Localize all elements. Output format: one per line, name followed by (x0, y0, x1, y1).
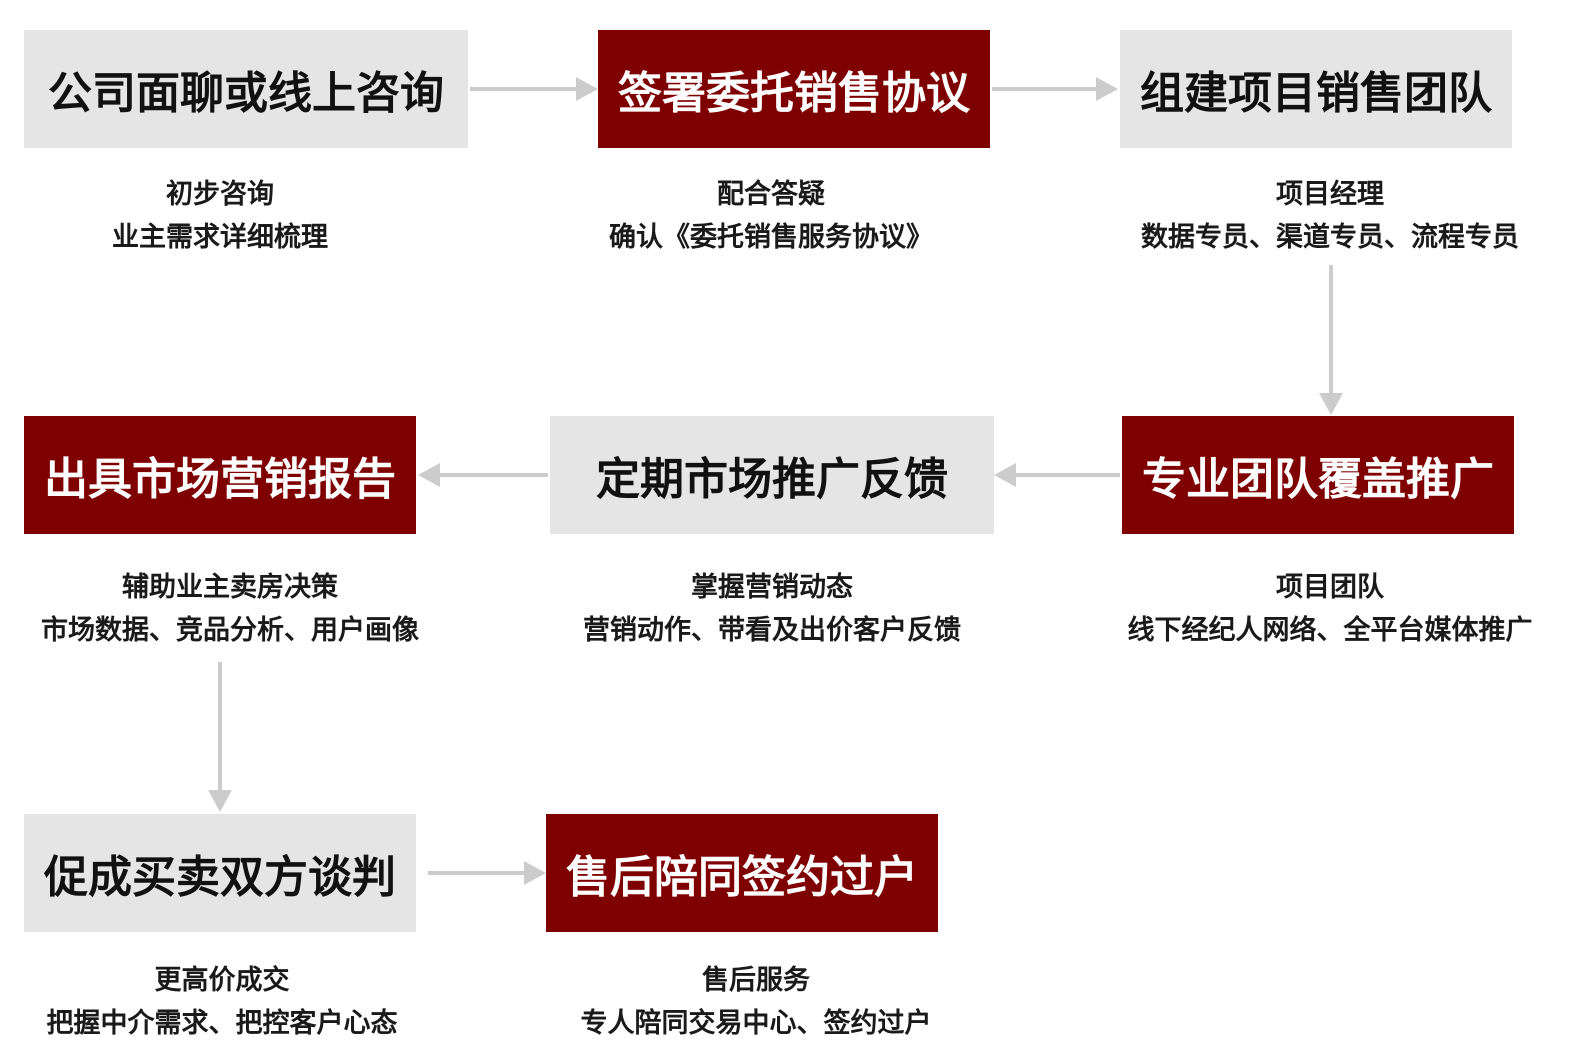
step-2-line2: 确认《委托销售服务协议》 (609, 222, 933, 253)
step-4-line1: 项目团队 (1276, 572, 1384, 603)
step-3-line1: 项目经理 (1276, 179, 1384, 210)
step-1-box: 公司面聊或线上咨询 (24, 30, 468, 148)
step-5-line1: 掌握营销动态 (691, 572, 853, 603)
step-8-title: 售后陪同签约过户 (566, 852, 918, 903)
step-5-title: 定期市场推广反馈 (596, 454, 948, 505)
step-6-title: 出具市场营销报告 (44, 454, 396, 505)
step-4-box: 专业团队覆盖推广 (1122, 416, 1514, 534)
step-6-line2: 市场数据、竞品分析、用户画像 (41, 615, 419, 646)
step-3-box: 组建项目销售团队 (1120, 30, 1512, 148)
step-4-desc: 项目团队 线下经纪人网络、全平台媒体推广 (1094, 566, 1566, 652)
step-8-desc: 售后服务 专人陪同交易中心、签约过户 (540, 959, 972, 1045)
step-1-title: 公司面聊或线上咨询 (48, 68, 444, 119)
step-4-title: 专业团队覆盖推广 (1142, 454, 1494, 505)
step-8-line1: 售后服务 (702, 965, 810, 996)
step-6-line1: 辅助业主卖房决策 (122, 572, 338, 603)
step-8-line2: 专人陪同交易中心、签约过户 (580, 1008, 932, 1039)
step-3-title: 组建项目销售团队 (1140, 68, 1492, 119)
step-3-desc: 项目经理 数据专员、渠道专员、流程专员 (1104, 173, 1556, 259)
step-5-desc: 掌握营销动态 营销动作、带看及出价客户反馈 (550, 566, 994, 652)
step-3-line2: 数据专员、渠道专员、流程专员 (1141, 222, 1519, 253)
step-2-desc: 配合答疑 确认《委托销售服务协议》 (548, 173, 994, 259)
step-1-desc: 初步咨询 业主需求详细梳理 (24, 173, 416, 259)
step-1-line2: 业主需求详细梳理 (112, 222, 328, 253)
step-7-box: 促成买卖双方谈判 (24, 814, 416, 932)
step-1-line1: 初步咨询 (166, 179, 274, 210)
step-6-desc: 辅助业主卖房决策 市场数据、竞品分析、用户画像 (10, 566, 450, 652)
step-2-title: 签署委托销售协议 (618, 68, 970, 119)
step-2-box: 签署委托销售协议 (598, 30, 990, 148)
step-5-line2: 营销动作、带看及出价客户反馈 (583, 615, 961, 646)
step-7-title: 促成买卖双方谈判 (44, 852, 396, 903)
step-2-line1: 配合答疑 (717, 179, 825, 210)
step-7-line2: 把握中介需求、把控客户心态 (46, 1008, 398, 1039)
step-7-desc: 更高价成交 把握中介需求、把控客户心态 (10, 959, 434, 1045)
step-4-line2: 线下经纪人网络、全平台媒体推广 (1127, 615, 1533, 646)
step-8-box: 售后陪同签约过户 (546, 814, 938, 932)
step-7-line1: 更高价成交 (154, 965, 290, 996)
step-6-box: 出具市场营销报告 (24, 416, 416, 534)
step-5-box: 定期市场推广反馈 (550, 416, 994, 534)
